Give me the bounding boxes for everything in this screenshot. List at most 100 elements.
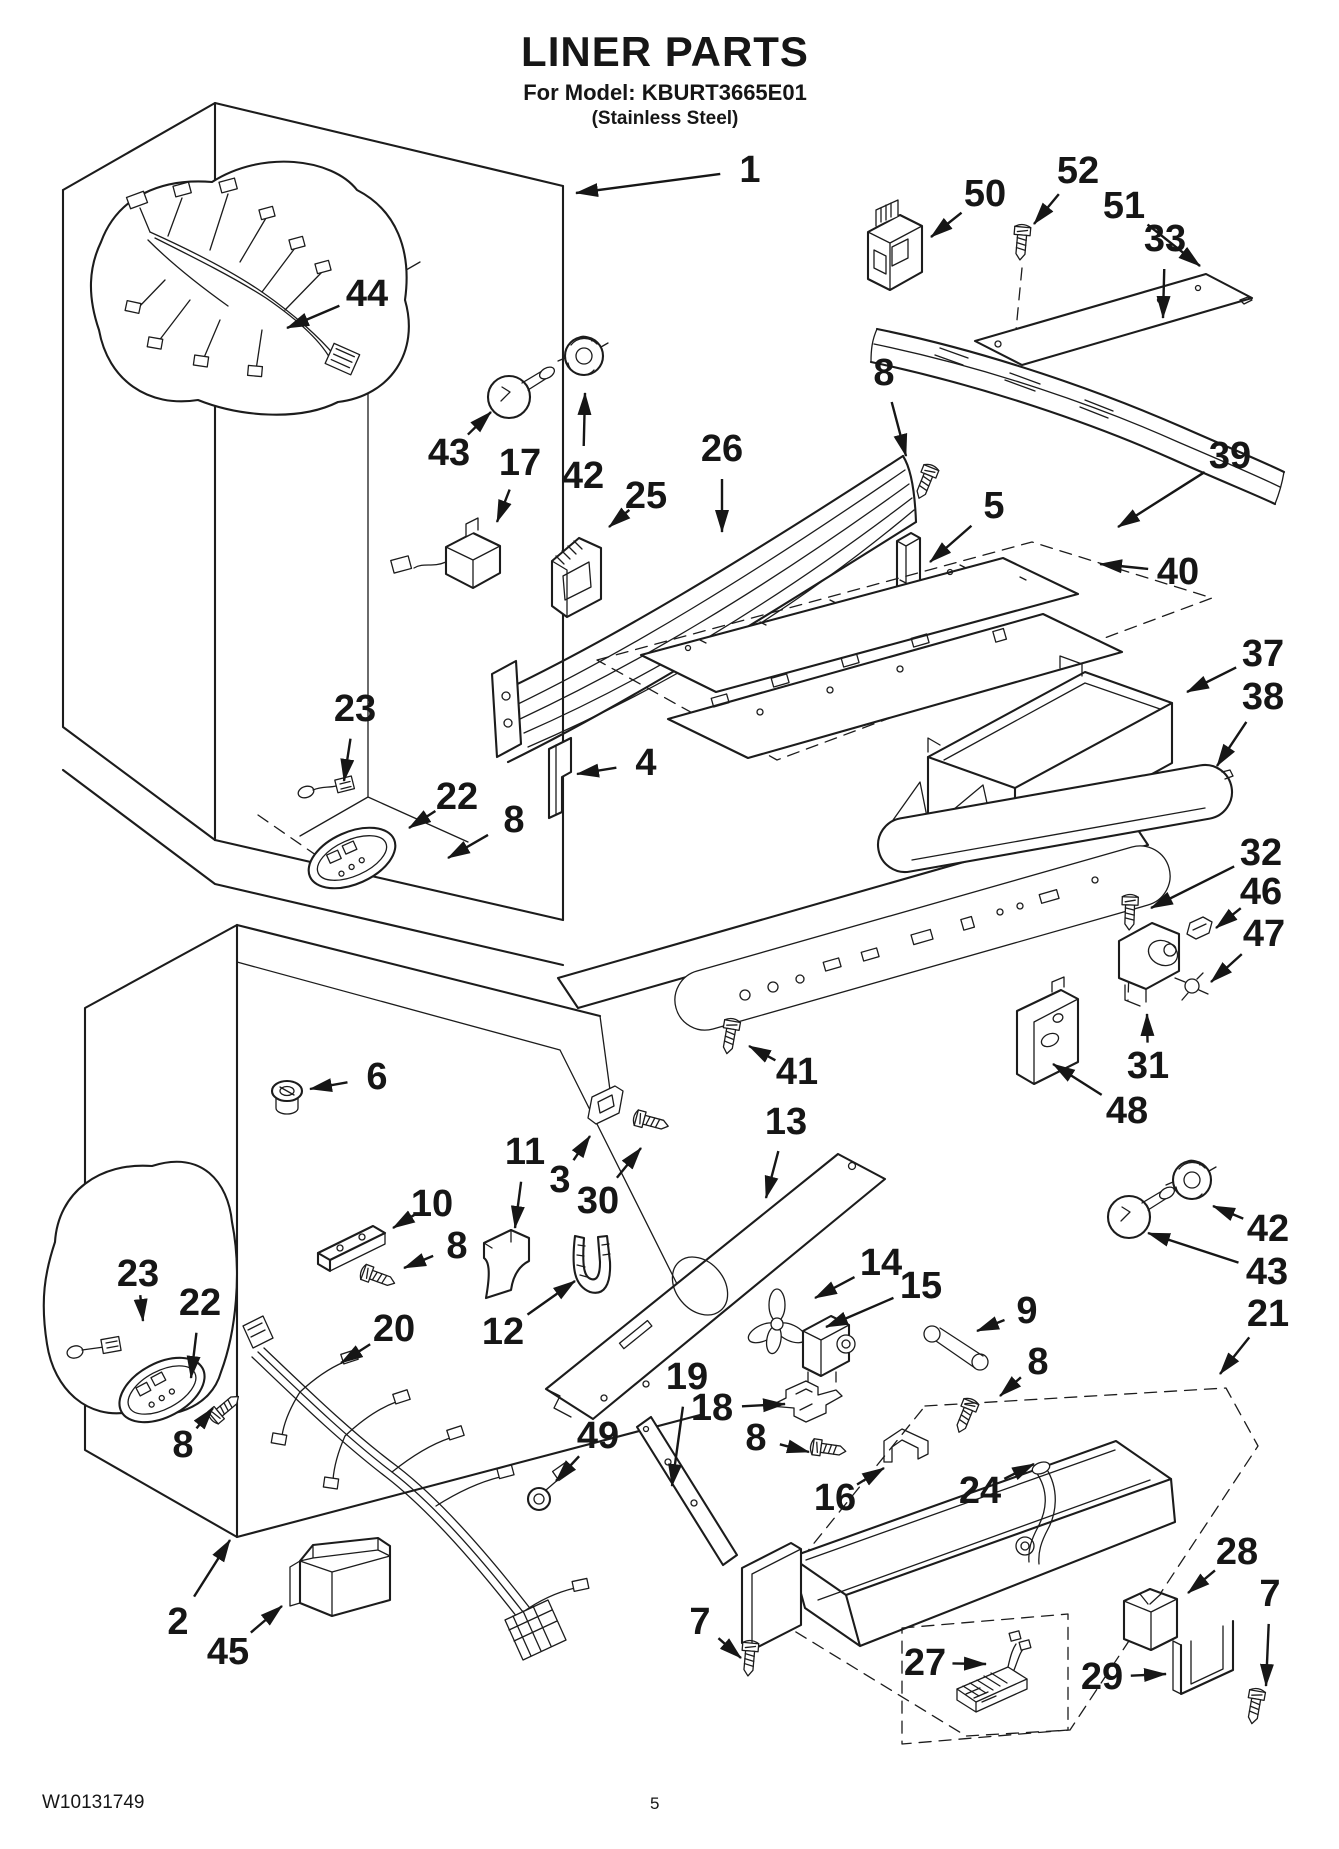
callout-leader-50 <box>930 211 963 238</box>
screw-8-panel <box>950 1395 981 1436</box>
callout-label-10: 10 <box>411 1183 453 1225</box>
part-30-screw <box>631 1108 671 1135</box>
callout-leader-8 <box>890 401 908 457</box>
part-23-thermistor-upper <box>297 775 356 799</box>
callout-leader-43 <box>1147 1231 1239 1264</box>
callout-leader-51 <box>1146 223 1201 267</box>
part-42-bulb-socket-upper <box>556 335 610 377</box>
callout-label-47: 47 <box>1243 913 1285 955</box>
part-31-damper-assembly <box>1117 921 1181 1007</box>
callout-leader-18 <box>741 1398 786 1413</box>
callout-leader-47 <box>1210 953 1243 983</box>
callout-leader-22 <box>186 1332 201 1379</box>
callout-label-22: 22 <box>179 1282 221 1324</box>
part-9-link <box>923 1325 989 1371</box>
part-52-screw <box>1011 223 1032 331</box>
callout-leader-12 <box>526 1280 576 1316</box>
part-47-fastener <box>1174 972 1209 1001</box>
part-10-rail-bracket <box>316 1224 387 1273</box>
part-22-control-oval-upper <box>307 826 397 890</box>
callout-leader-23 <box>133 1295 148 1322</box>
callout-leader-3 <box>571 1135 591 1161</box>
part-18-motor-bracket <box>769 1380 843 1423</box>
part-14-fan-blade <box>747 1288 807 1355</box>
callout-leader-20 <box>340 1343 371 1365</box>
callout-leader-8 <box>999 1376 1022 1397</box>
callout-label-1: 1 <box>739 149 760 191</box>
part-6-grommet <box>270 1079 304 1115</box>
part-12-u-channel <box>572 1234 612 1294</box>
part-29-bracket <box>1172 1619 1235 1696</box>
display-panel <box>556 813 1171 1031</box>
callout-leader-10 <box>392 1210 416 1230</box>
part-20-wiring-harness <box>242 1315 590 1661</box>
callout-leader-7 <box>1259 1623 1274 1687</box>
callout-leader-7 <box>717 1637 742 1659</box>
callout-label-8: 8 <box>503 799 524 841</box>
callout-label-16: 16 <box>814 1477 856 1519</box>
callout-label-29: 29 <box>1081 1656 1123 1698</box>
callout-label-43: 43 <box>428 432 470 474</box>
part-16-clip <box>883 1428 929 1463</box>
part-19-heater-shield <box>635 1415 739 1567</box>
callout-leader-21 <box>1219 1336 1251 1375</box>
part-21-drain-pan-region <box>759 1387 1259 1745</box>
callout-label-14: 14 <box>860 1242 902 1284</box>
diagram-title: LINER PARTS <box>521 28 809 75</box>
callout-leader-11 <box>510 1181 525 1229</box>
callout-label-17: 17 <box>499 442 541 484</box>
screw-8-rail <box>357 1262 398 1292</box>
part-11-corner-block <box>482 1228 531 1300</box>
callout-leader-2 <box>193 1539 232 1598</box>
callout-label-27: 27 <box>904 1642 946 1684</box>
callout-leader-23 <box>340 738 355 782</box>
callout-leader-44 <box>286 304 340 330</box>
callout-label-19: 19 <box>666 1356 708 1398</box>
callout-leader-30 <box>615 1147 642 1179</box>
callout-leader-28 <box>1187 1569 1216 1594</box>
callout-leader-6 <box>309 1078 348 1093</box>
callout-label-44: 44 <box>346 273 388 315</box>
callout-label-8: 8 <box>1027 1341 1048 1383</box>
callout-leader-8 <box>193 1407 214 1430</box>
callout-label-13: 13 <box>765 1101 807 1143</box>
part-45-cover-box <box>289 1536 392 1618</box>
callout-leader-37 <box>1186 666 1237 694</box>
callout-label-8: 8 <box>873 352 894 394</box>
part-13-evaporator-cover-panel <box>544 1152 887 1421</box>
callout-label-4: 4 <box>635 742 656 784</box>
part-27-defrost-heater <box>956 1630 1032 1713</box>
callout-label-42: 42 <box>562 455 604 497</box>
callout-leader-29 <box>1130 1668 1167 1683</box>
callout-leader-40 <box>1099 559 1149 574</box>
callout-label-2: 2 <box>167 1601 188 1643</box>
callout-label-8: 8 <box>745 1417 766 1459</box>
callout-leader-13 <box>764 1150 780 1199</box>
document-number: W10131749 <box>42 1792 145 1813</box>
screw-8-bracket <box>808 1437 848 1460</box>
part-3-clip <box>587 1085 624 1125</box>
part-33-grille-panel <box>869 327 1286 506</box>
part-43-light-bulb-lower <box>1106 1183 1178 1240</box>
callout-label-50: 50 <box>964 173 1006 215</box>
model-line: For Model: KBURT3665E01 <box>523 80 807 106</box>
part-4-trim-bracket <box>547 736 573 820</box>
part-50-control-module <box>866 199 924 292</box>
callout-label-38: 38 <box>1242 676 1284 718</box>
callout-label-51: 51 <box>1103 185 1145 227</box>
part-38-end-cap-trim <box>876 763 1234 874</box>
part-7-screw-right <box>1243 1686 1267 1726</box>
callout-leader-42 <box>1212 1204 1244 1221</box>
callout-label-11: 11 <box>505 1131 545 1173</box>
callout-label-20: 20 <box>373 1308 415 1350</box>
finish-line: (Stainless Steel) <box>591 107 739 129</box>
callout-leader-16 <box>856 1466 885 1486</box>
callout-label-15: 15 <box>900 1265 942 1307</box>
callout-label-45: 45 <box>207 1631 249 1673</box>
callout-label-52: 52 <box>1057 150 1099 192</box>
part-46-clip <box>1186 916 1213 940</box>
wiring-balloon-bottom <box>42 1160 245 1427</box>
callout-leader-38 <box>1216 721 1248 767</box>
